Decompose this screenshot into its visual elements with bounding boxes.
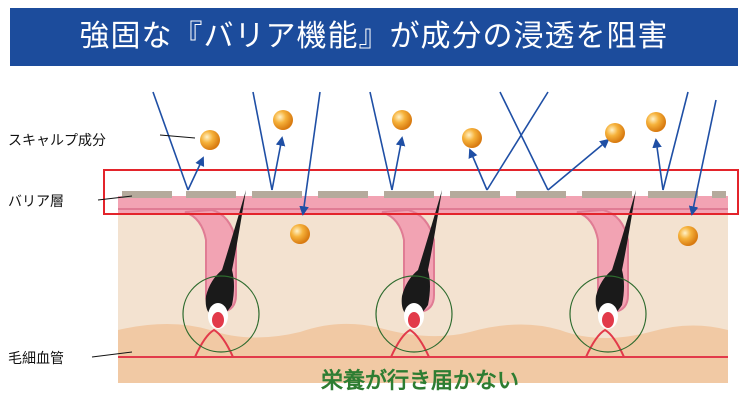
capillary-label: 毛細血管: [8, 351, 64, 367]
barrier-tile-icon: [122, 191, 726, 198]
scalp-ingredient-label: スキャルプ成分: [8, 133, 106, 149]
follicle-circles: [182, 275, 647, 353]
barrier-layer-label: バリア層: [8, 194, 64, 210]
title-bar: 強固な『バリア機能』が成分の浸透を阻害: [10, 8, 738, 66]
page-title: 強固な『バリア機能』が成分の浸透を阻害: [79, 19, 669, 54]
caption-text: 栄養が行き届かない: [320, 368, 519, 394]
ingredient-ball-icon: [200, 110, 698, 246]
arrow-icon: [152, 91, 717, 216]
hair-follicle-icon: [401, 190, 442, 329]
label-leaders: [91, 134, 196, 358]
barrier-highlight-box: [103, 169, 739, 215]
hair-follicle-icon: [595, 190, 636, 329]
hair-follicle-icon: [205, 190, 246, 329]
